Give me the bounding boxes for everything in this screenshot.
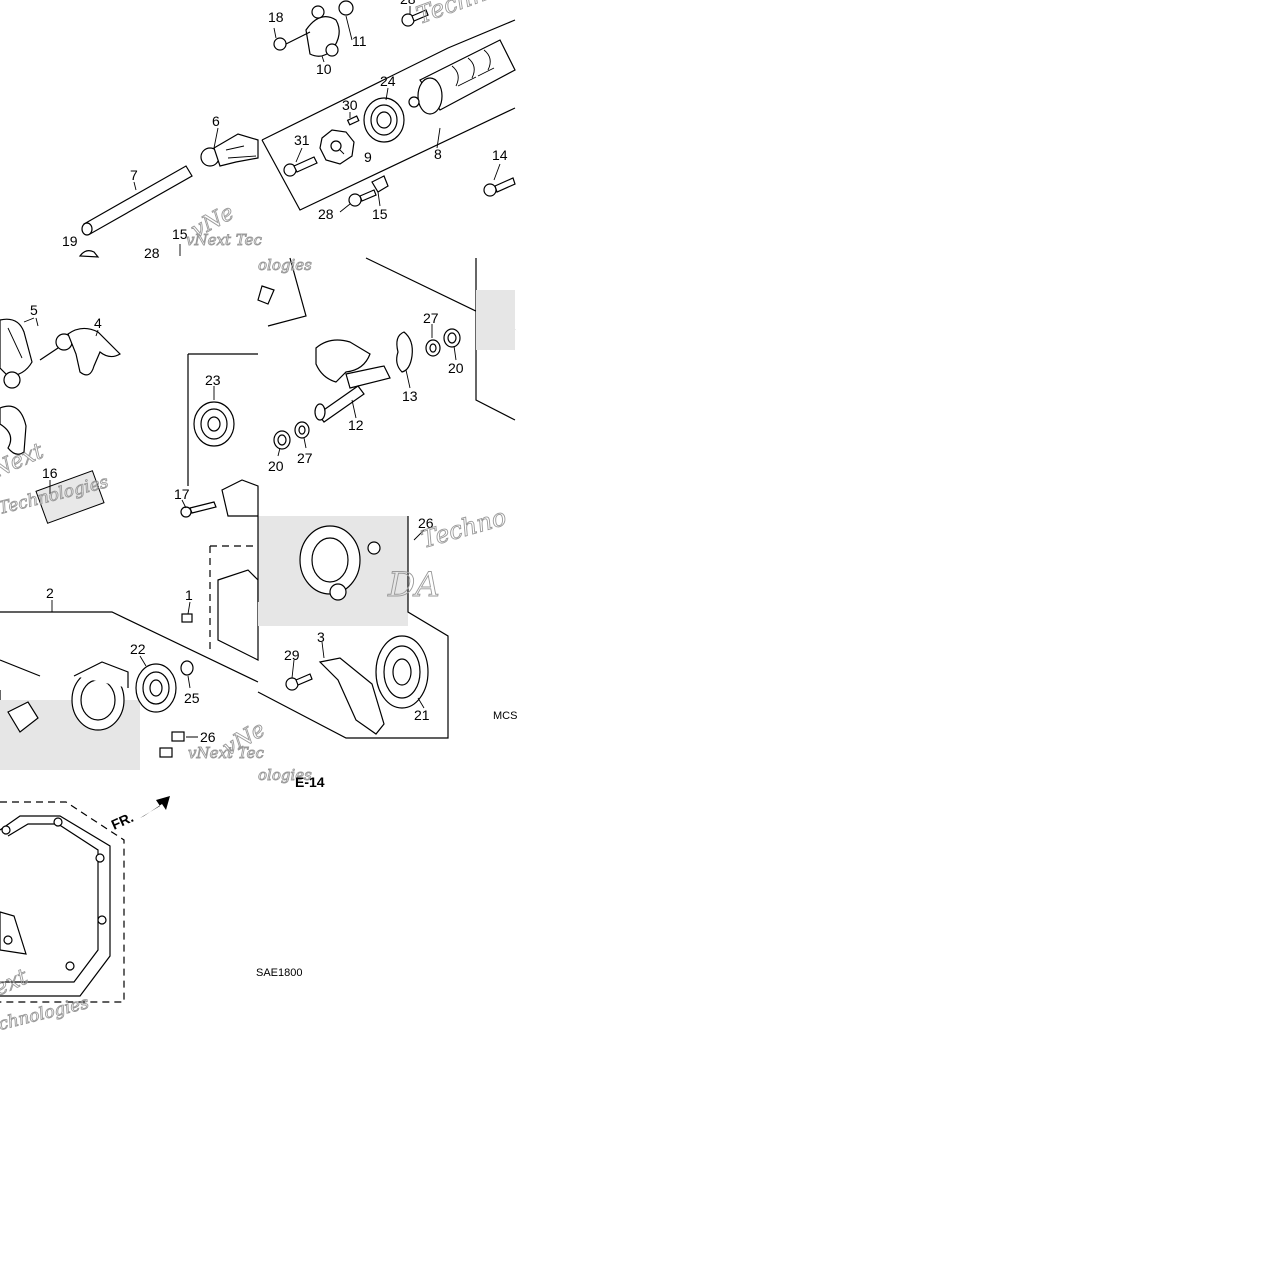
callout-28: 28	[400, 0, 416, 7]
watermark: Next	[0, 439, 47, 484]
plate-3	[318, 657, 385, 735]
tile-crankcase-right: 26 3 29 21 MCS DA Techno ologies E-14	[257, 502, 517, 790]
watermark: Techno	[418, 503, 509, 554]
callout-20: 20	[448, 360, 464, 376]
bolt-14	[483, 177, 516, 197]
dowel-fragment	[159, 747, 173, 758]
callout-14: 14	[492, 147, 508, 163]
callout-28: 28	[144, 245, 160, 261]
callout-5: 5	[30, 302, 38, 318]
shaft-7	[81, 165, 193, 236]
fork-4	[39, 327, 121, 376]
tile-gasket: FR. SAE1800 ext chnologies	[0, 796, 302, 1035]
bearing-21	[375, 635, 429, 709]
bolt-31	[283, 156, 318, 177]
tile-shift-forks: 5 4 23 16 17 Next Technologies	[0, 302, 259, 524]
callout-6: 6	[212, 113, 220, 129]
callout-31: 31	[294, 132, 310, 148]
callout-29: 29	[284, 647, 300, 663]
callout-1: 1	[185, 587, 193, 603]
callout-8: 8	[434, 146, 442, 162]
washer-20	[273, 328, 461, 450]
callout-3: 3	[317, 629, 325, 645]
callout-13: 13	[402, 388, 418, 404]
fork-6	[200, 133, 259, 167]
spring-13	[396, 331, 413, 373]
seal-27	[294, 339, 441, 439]
bolt-28	[348, 9, 429, 207]
watermark: chnologies	[0, 993, 91, 1035]
callout-17: 17	[174, 486, 190, 502]
tile-crankcase-left: 2 1 22 25 26 vNext Tec vNe	[0, 545, 270, 770]
fork-5	[0, 317, 35, 389]
callout-18: 18	[268, 9, 284, 25]
tile-shift-spindle: 27 20 13 12 20 27 ologies	[257, 256, 516, 474]
callout-26: 26	[418, 515, 434, 531]
tile-shift-fork-shaft: 6 7 19 15 28 vNext Tec vNe	[62, 113, 263, 261]
callout-23: 23	[205, 372, 221, 388]
reference-e14: E-14	[295, 774, 325, 790]
callout-2: 2	[46, 585, 54, 601]
spindle-12	[314, 339, 391, 423]
watermark: vNext Tec	[186, 231, 262, 249]
brand-watermark: DA	[387, 565, 440, 605]
front-arrow: FR.	[109, 796, 170, 833]
spring-15	[371, 175, 389, 193]
callout-21: 21	[414, 707, 430, 723]
callout-12: 12	[348, 417, 364, 433]
pin-30	[346, 115, 360, 126]
watermark: ologies	[258, 256, 312, 274]
callout-24: 24	[380, 73, 396, 89]
callout-22: 22	[130, 641, 146, 657]
case-boss	[299, 525, 381, 601]
callout-27: 27	[423, 310, 439, 326]
callout-7: 7	[130, 167, 138, 183]
mc-code: MCS	[493, 710, 517, 722]
plate-9	[319, 129, 355, 165]
callout-27: 27	[297, 450, 313, 466]
watermark: vNext Tec	[188, 744, 264, 762]
fork-fragment	[7, 701, 39, 733]
bearing-23	[193, 401, 235, 447]
callout-9: 9	[364, 149, 372, 165]
clip-fragment	[257, 285, 275, 305]
front-label: FR.	[109, 809, 136, 833]
watermark: Techno	[412, 0, 503, 30]
callout-26: 26	[200, 729, 216, 745]
bolt-29	[285, 673, 313, 691]
gasket-inner	[0, 823, 99, 983]
fork-partial	[0, 405, 27, 455]
case-shading	[476, 290, 515, 350]
callout-15: 15	[172, 226, 188, 242]
tile-shift-drum: 18 11 10 24 30 31 9 8 14 28 15 28 Techno	[261, 0, 516, 222]
dowel-26	[171, 731, 185, 742]
callout-20: 20	[268, 458, 284, 474]
linkage-10	[273, 0, 354, 57]
diagram-code: SAE1800	[256, 967, 302, 979]
watermark: ologies	[258, 766, 312, 784]
callout-11: 11	[352, 33, 367, 49]
callout-4: 4	[94, 315, 102, 331]
callout-16: 16	[42, 465, 58, 481]
bearing-24	[363, 97, 405, 143]
callout-30: 30	[342, 97, 358, 113]
callout-25: 25	[184, 690, 200, 706]
callout-19: 19	[62, 233, 78, 249]
callout-15: 15	[372, 206, 388, 222]
dowel-1	[181, 613, 193, 623]
gasket-fragment	[217, 569, 259, 661]
bolt-17	[180, 501, 217, 518]
callout-10: 10	[316, 61, 332, 77]
housing-2	[71, 661, 129, 731]
case-shading	[35, 470, 105, 524]
seal-25	[180, 660, 194, 676]
shift-drum-part	[408, 39, 516, 115]
bolt-19	[78, 250, 100, 258]
callout-28: 28	[318, 206, 334, 222]
case-fragment	[221, 479, 259, 517]
bearing-22	[135, 663, 177, 713]
